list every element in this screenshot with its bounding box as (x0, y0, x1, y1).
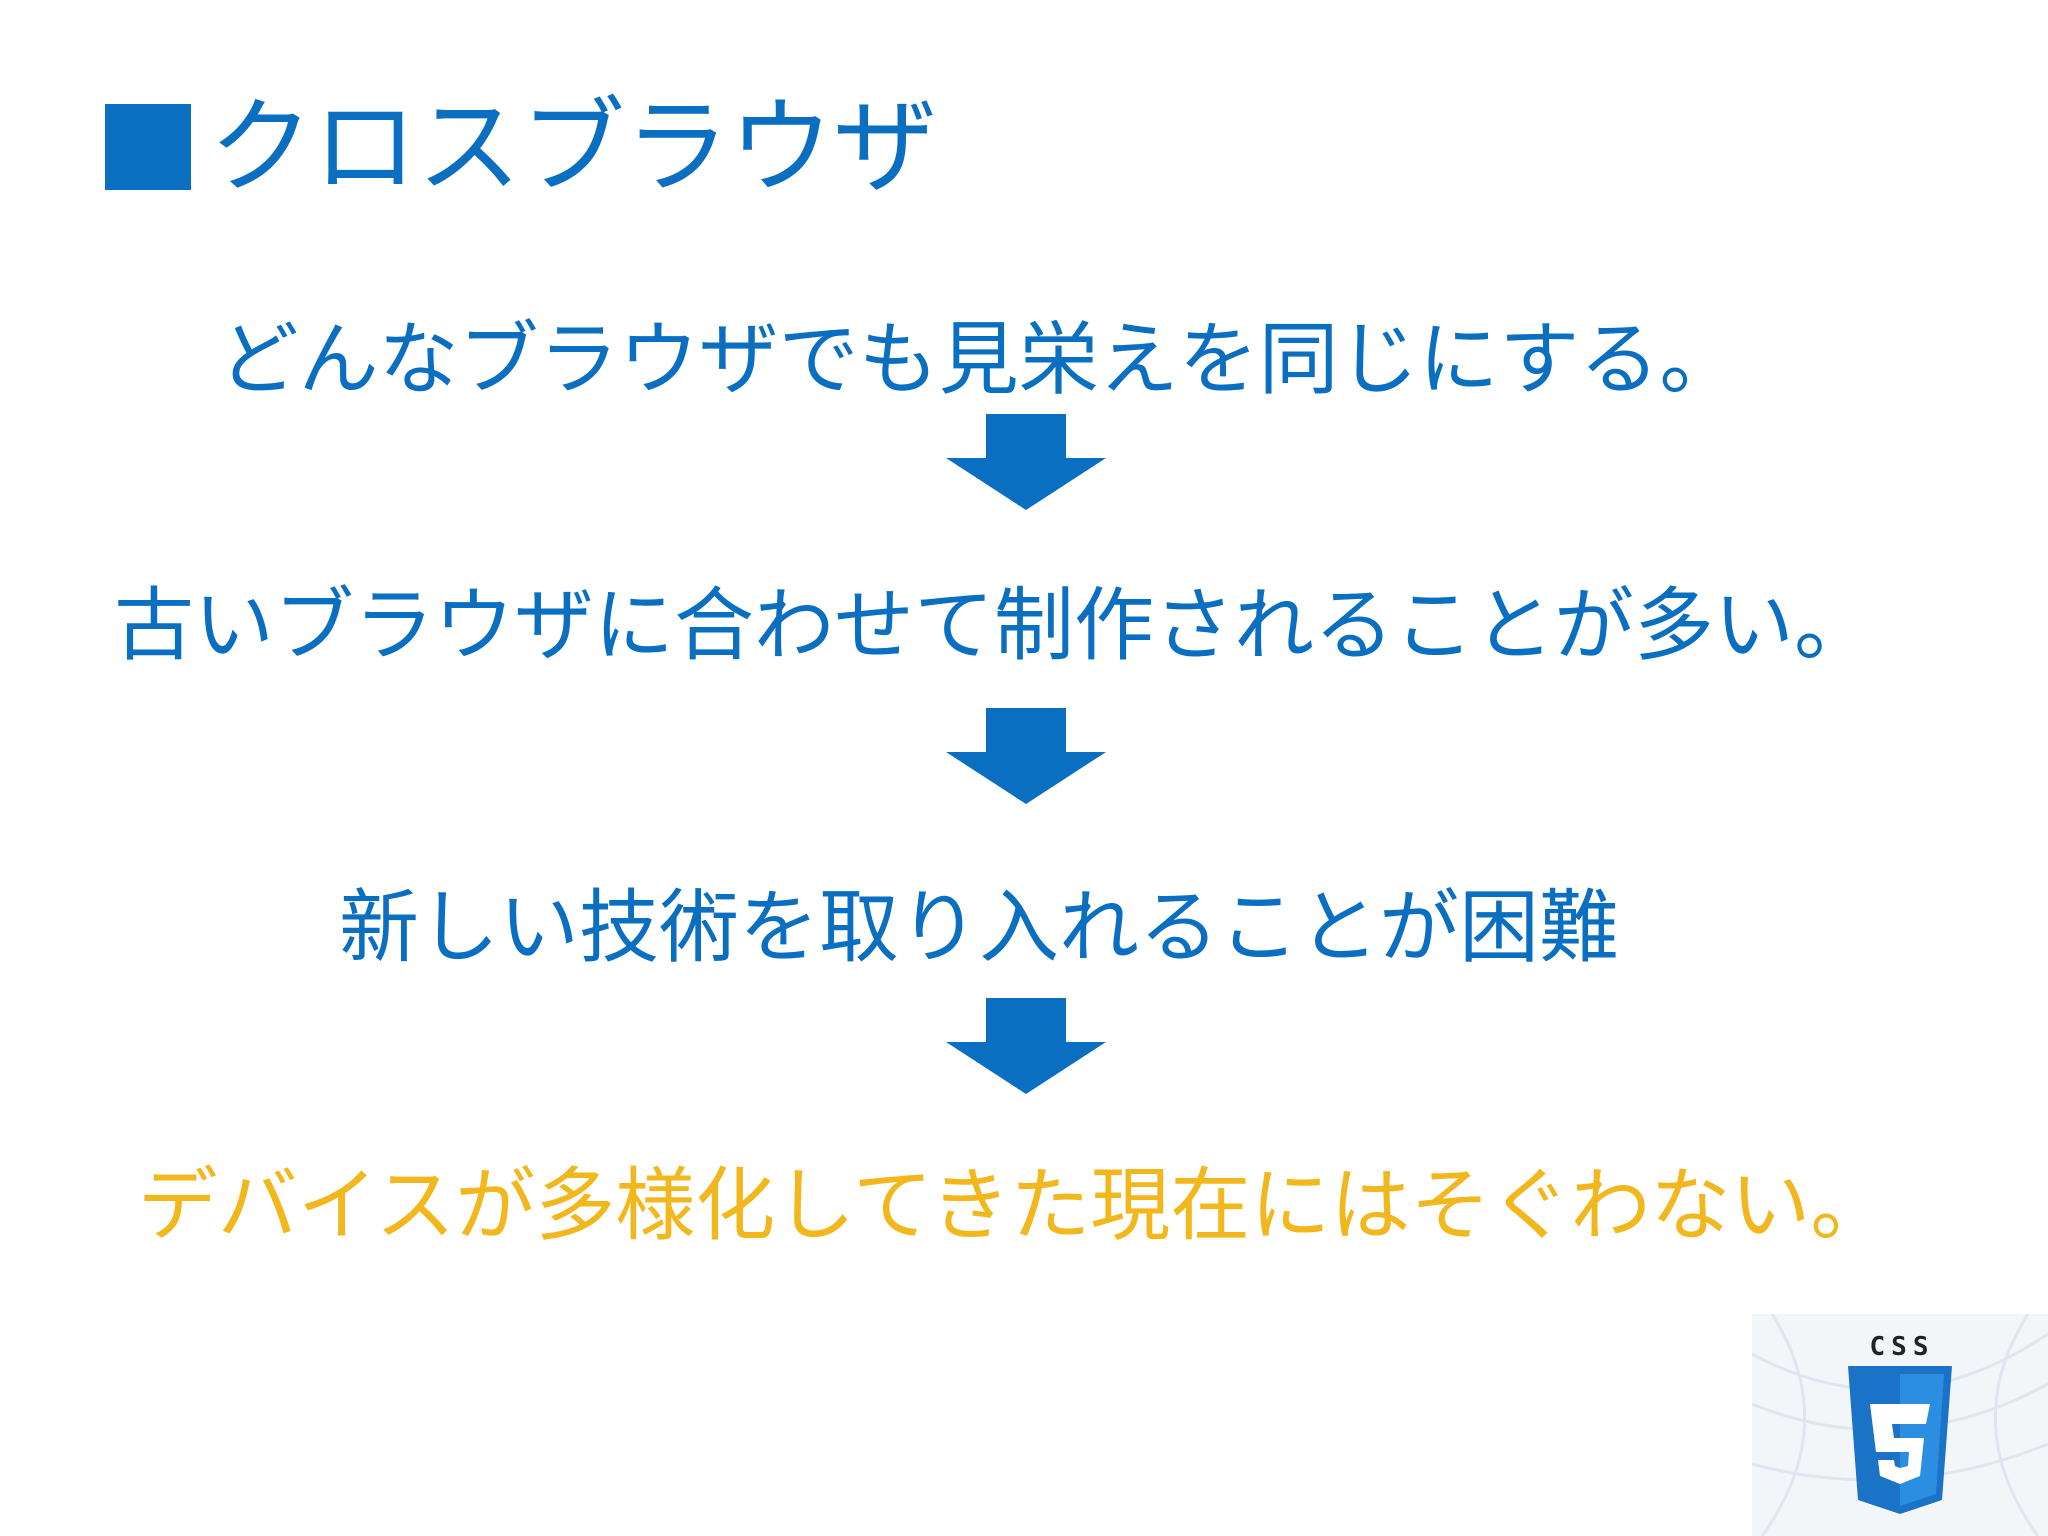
title-row: クロスブラウザ (105, 92, 937, 202)
css3-logo-icon: CSS (1752, 1314, 2048, 1536)
statement-1: どんなブラウザでも見栄えを同じにする。 (218, 313, 1740, 406)
statement-2: 古いブラウザに合わせて制作されることが多い。 (114, 579, 1874, 672)
css3-logo-graphic (1752, 1314, 2048, 1536)
conclusion-statement: デバイスが多様化してきた現在にはそぐわない。 (137, 1159, 1891, 1252)
css3-logo-letters: CSS (1869, 1332, 1935, 1362)
slide-title: クロスブラウザ (209, 86, 938, 208)
statement-3: 新しい技術を取り入れることが困難 (339, 881, 1619, 974)
down-arrow-icon (946, 708, 1106, 804)
down-arrow-icon (946, 414, 1106, 510)
down-arrow-icon (946, 998, 1106, 1094)
title-bullet-square-icon (105, 104, 191, 190)
